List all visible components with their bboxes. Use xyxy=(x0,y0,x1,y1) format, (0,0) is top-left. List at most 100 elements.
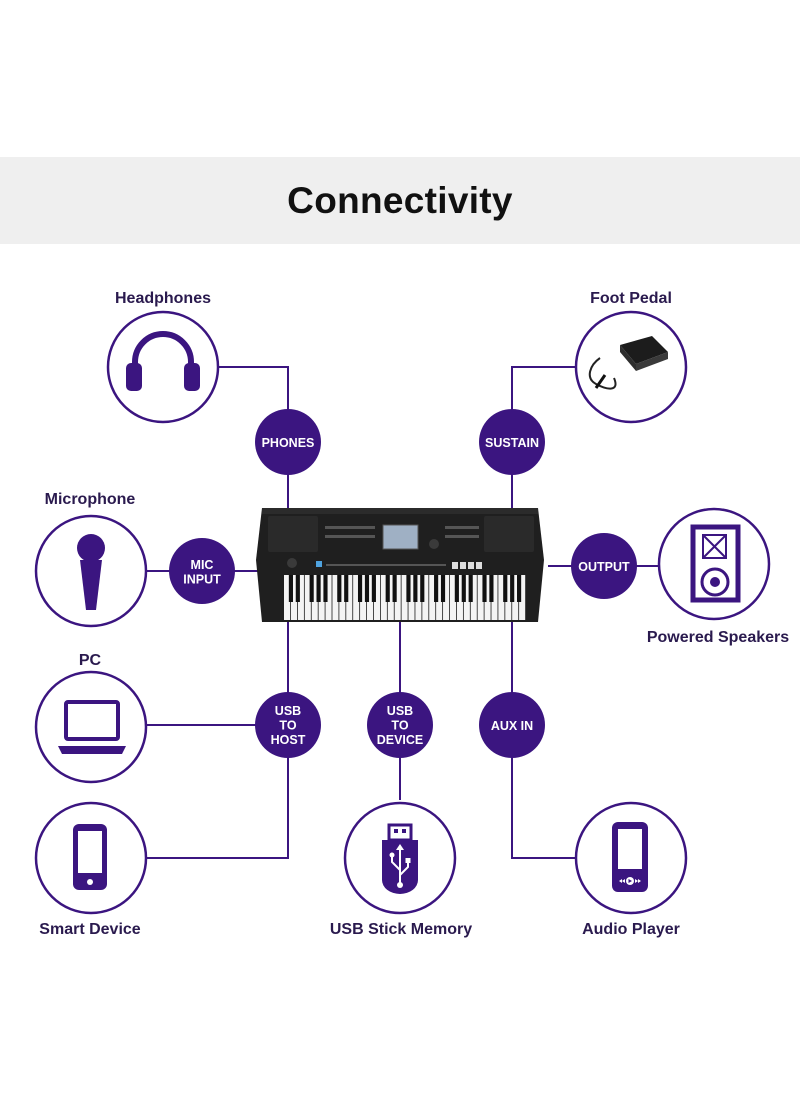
white-key xyxy=(401,575,408,620)
label-smart-device: Smart Device xyxy=(39,921,140,938)
right-speaker-grille xyxy=(484,516,534,552)
port-label-sustain: SUSTAIN xyxy=(485,436,539,450)
white-key xyxy=(422,575,429,620)
port-label-line: AUX IN xyxy=(491,719,533,733)
white-key xyxy=(325,575,332,620)
port-label-line: INPUT xyxy=(183,573,221,587)
port-sustain: SUSTAIN xyxy=(479,409,545,475)
black-key xyxy=(323,575,328,602)
white-key xyxy=(408,575,415,620)
label-usb-stick-memory: USB Stick Memory xyxy=(330,921,472,938)
port-phones: PHONES xyxy=(255,409,321,475)
port-label-output: OUTPUT xyxy=(578,560,630,574)
port-label-line: MIC xyxy=(191,558,214,572)
white-key xyxy=(512,575,519,620)
port-label-line: SUSTAIN xyxy=(485,436,539,450)
port-label-line: HOST xyxy=(271,733,306,747)
white-key xyxy=(311,575,318,620)
white-key xyxy=(505,575,512,620)
black-key xyxy=(406,575,411,602)
white-key xyxy=(498,575,505,620)
black-key xyxy=(440,575,446,602)
white-key xyxy=(339,575,346,620)
title-banner: Connectivity xyxy=(0,157,800,244)
foot-pedal-icon xyxy=(588,336,668,390)
white-key xyxy=(477,575,484,620)
keyboard-image xyxy=(256,508,544,622)
white-key xyxy=(290,575,298,620)
black-key xyxy=(461,575,466,602)
pc-circle xyxy=(34,670,148,784)
port-label-line: DEVICE xyxy=(377,733,424,747)
black-key xyxy=(482,575,487,602)
white-key xyxy=(470,575,477,620)
white-key xyxy=(415,575,422,620)
smartphone-icon xyxy=(73,824,107,890)
port-aux-in: AUX IN xyxy=(479,692,545,758)
black-key xyxy=(344,575,349,602)
label-powered-speakers: Powered Speakers xyxy=(647,629,789,646)
port-label-line: USB xyxy=(387,704,413,718)
laptop-icon xyxy=(58,700,126,754)
white-key xyxy=(373,575,380,620)
black-key xyxy=(385,575,390,602)
white-key xyxy=(318,575,325,620)
white-key xyxy=(443,575,450,620)
white-key xyxy=(519,575,526,620)
speaker-icon xyxy=(690,524,741,603)
white-key xyxy=(456,575,463,620)
headphones-icon xyxy=(126,331,200,391)
white-key xyxy=(436,575,443,620)
port-label-aux-in: AUX IN xyxy=(491,719,533,733)
black-key xyxy=(517,575,522,602)
port-label-line: USB xyxy=(275,704,301,718)
usb-stick-icon xyxy=(382,823,418,894)
black-key xyxy=(309,575,314,602)
black-key xyxy=(413,575,418,602)
white-key xyxy=(491,575,498,620)
white-key xyxy=(380,575,387,620)
white-key xyxy=(394,575,401,620)
white-key xyxy=(332,575,339,620)
label-pc: PC xyxy=(79,652,102,669)
white-key xyxy=(284,575,291,620)
white-key xyxy=(297,575,304,620)
black-key xyxy=(364,575,370,602)
volume-knob xyxy=(287,558,297,568)
port-label-line: OUTPUT xyxy=(578,560,630,574)
white-key xyxy=(463,575,470,620)
headphones-circle xyxy=(106,310,220,424)
page-title: Connectivity xyxy=(287,180,513,221)
port-label-line: PHONES xyxy=(262,436,315,450)
white-key xyxy=(484,575,491,620)
black-key xyxy=(434,575,439,602)
left-speaker-grille xyxy=(268,516,318,552)
white-key xyxy=(429,575,436,620)
label-audio-player: Audio Player xyxy=(582,921,680,938)
label-headphones: Headphones xyxy=(115,290,211,307)
port-label-line: TO xyxy=(279,719,296,733)
black-key xyxy=(357,575,363,602)
port-label-phones: PHONES xyxy=(262,436,315,450)
label-foot-pedal: Foot Pedal xyxy=(590,290,672,307)
white-key xyxy=(366,575,374,620)
black-key xyxy=(468,575,473,602)
port-output: OUTPUT xyxy=(571,533,637,599)
black-key xyxy=(454,575,459,602)
white-key xyxy=(360,575,367,620)
black-key xyxy=(288,575,293,602)
black-key xyxy=(392,575,397,602)
microphone-icon xyxy=(77,534,105,610)
black-key xyxy=(295,575,300,602)
black-key xyxy=(337,575,342,602)
black-key xyxy=(510,575,515,602)
black-key xyxy=(420,575,425,602)
black-key xyxy=(503,575,508,602)
